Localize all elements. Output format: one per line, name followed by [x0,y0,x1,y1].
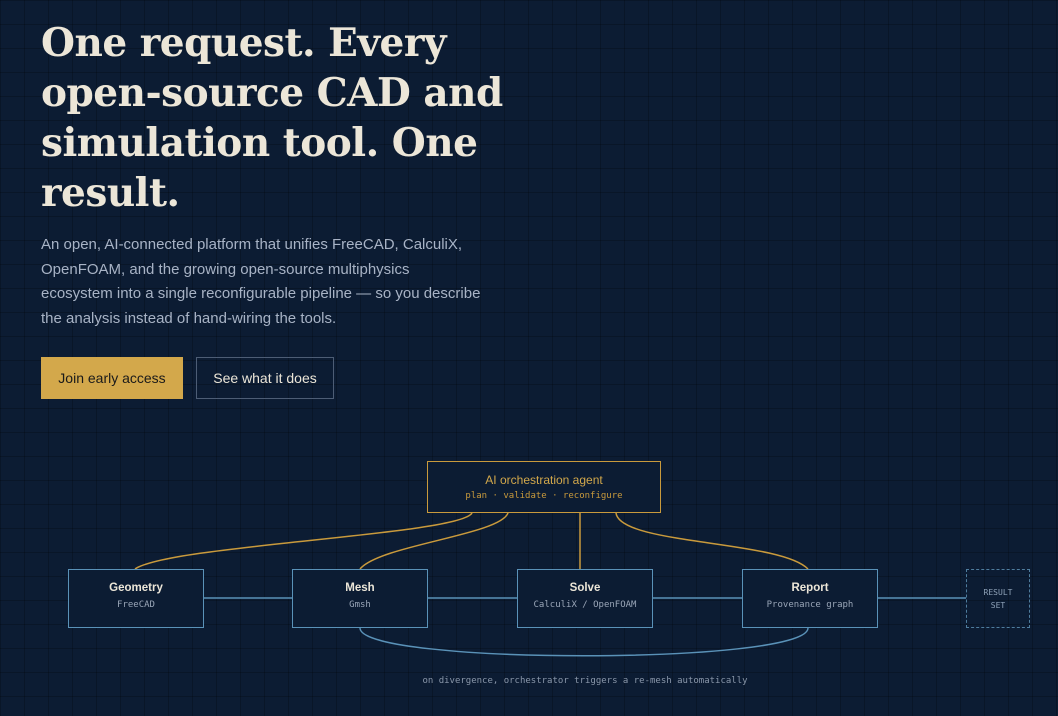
stage-tool: FreeCAD [117,600,155,610]
remesh-feedback-loop [359,627,809,657]
hero-subheading: An open, AI-connected platform that unif… [41,236,481,327]
stage-solve: Solve CalculiX / OpenFOAM [517,569,653,628]
hero-headline: One request. Every open-source CAD and s… [41,20,503,216]
stage-title: Geometry [109,582,163,594]
stage-mesh: Mesh Gmsh [292,569,428,628]
stage-tool: Provenance graph [766,600,854,610]
diagram-caption: on divergence, orchestrator triggers a r… [422,676,748,686]
agent-title: AI orchestration agent [485,473,603,487]
hero-section: One request. Every open-source CAD and s… [41,18,511,218]
result-label-line2: SET [990,600,1006,610]
stage-tool: CalculiX / OpenFOAM [533,600,637,610]
pipeline-diagram: AI orchestration agent plan · validate ·… [0,440,1058,716]
stage-title: Mesh [345,582,375,594]
result-label-line1: RESULT [983,587,1013,597]
stage-tool: Gmsh [349,600,371,610]
agent-link-report [615,512,809,570]
agent-link-geometry [134,512,473,570]
agent-subtitle: plan · validate · reconfigure [465,491,623,501]
stage-geometry: Geometry FreeCAD [68,569,204,628]
stage-title: Solve [569,582,601,594]
see-what-it-does-button[interactable]: See what it does [196,357,334,399]
join-early-access-button[interactable]: Join early access [41,357,183,399]
result-set-node: RESULT SET [966,569,1030,628]
agent-link-mesh [359,512,509,570]
stage-report: Report Provenance graph [742,569,878,628]
stage-title: Report [791,582,829,594]
orchestration-agent-node: AI orchestration agent plan · validate ·… [427,461,661,513]
pipeline-connectors [134,512,966,657]
